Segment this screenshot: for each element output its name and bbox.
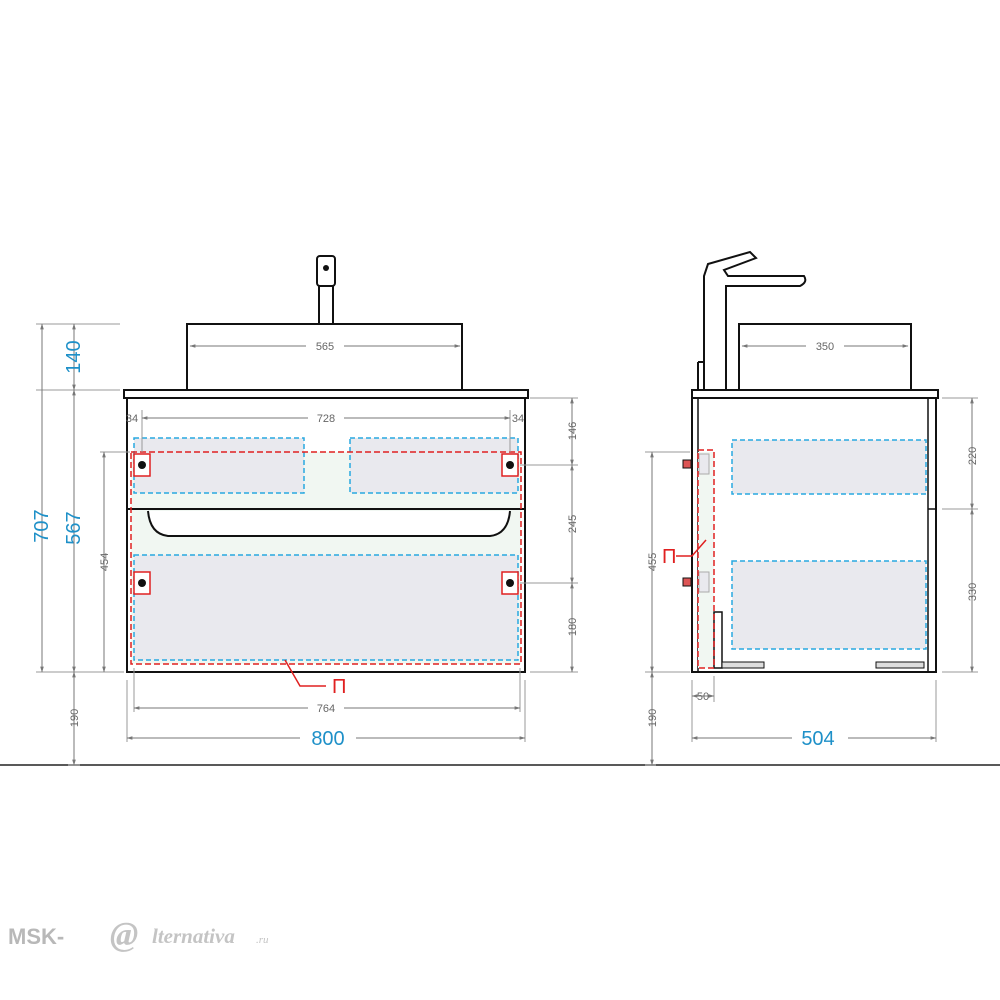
front-mount-panel xyxy=(130,451,522,665)
cabinet-height-label: 567 xyxy=(63,511,85,544)
side-mount-height-label: 455 xyxy=(647,553,659,571)
right-dim-3-label: 180 xyxy=(567,618,579,636)
inner-span-label: 728 xyxy=(317,413,335,425)
front-handle xyxy=(147,510,511,537)
drawer-bottom-label: 330 xyxy=(967,583,979,601)
left-offset-label: 34 xyxy=(126,413,138,425)
right-dim-1-label: 146 xyxy=(567,422,579,440)
overall-width-label: 800 xyxy=(311,728,344,750)
total-height-label: 707 xyxy=(31,509,53,542)
side-floor-gap-label: 190 xyxy=(647,709,659,727)
logo-part-2: @ xyxy=(110,916,138,953)
side-faucet xyxy=(697,250,807,391)
logo-part-3: lternativa xyxy=(152,924,235,948)
logo-part-1: MSK- xyxy=(8,924,64,949)
overall-depth-label: 504 xyxy=(801,728,834,750)
logo-part-4: .ru xyxy=(256,934,269,946)
front-view: 565 728 34 34 764 800 707 140 567 454 19… xyxy=(31,255,579,766)
front-countertop xyxy=(123,389,529,399)
side-view: 350 455 190 50 504 220 330 П xyxy=(645,250,979,766)
right-dim-2-label: 245 xyxy=(567,515,579,533)
side-marker-label: П xyxy=(662,546,676,568)
drawer-top-label: 220 xyxy=(967,447,979,465)
front-floor-gap-label: 190 xyxy=(69,709,81,727)
front-faucet xyxy=(316,255,336,325)
front-basin xyxy=(186,323,463,391)
basin-depth-label: 350 xyxy=(816,341,834,353)
front-marker-label: П xyxy=(332,676,346,698)
mount-height-label: 454 xyxy=(99,553,111,571)
side-countertop xyxy=(691,389,939,399)
basin-width-label: 565 xyxy=(316,341,334,353)
back-offset-label: 50 xyxy=(697,691,709,703)
brand-logo: MSK- @ lternativa .ru xyxy=(8,916,269,953)
side-basin xyxy=(738,323,912,391)
mount-point-icon xyxy=(133,453,519,595)
top-height-label: 140 xyxy=(63,340,85,373)
inner-width-label: 764 xyxy=(317,703,335,715)
right-offset-label: 34 xyxy=(512,413,524,425)
